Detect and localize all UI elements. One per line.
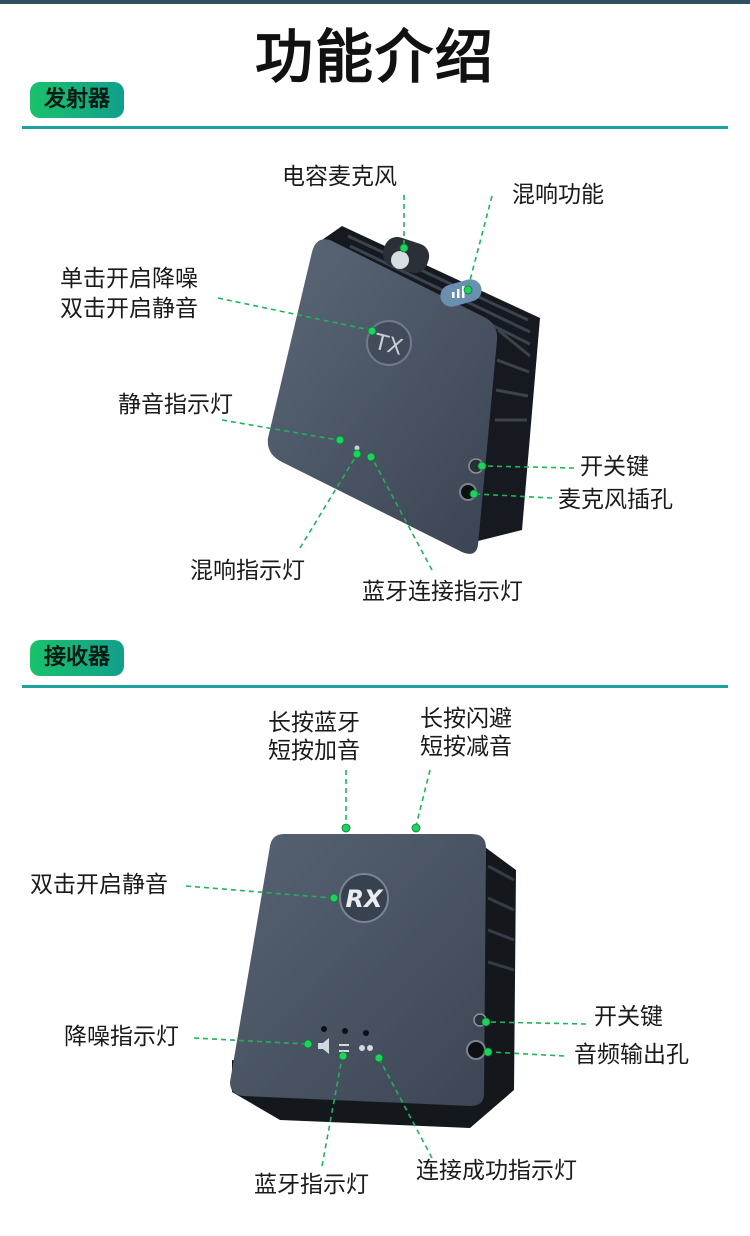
rx-label-bt-btn-line2: 短按加音: [268, 738, 360, 764]
transmitter-leaders: [217, 195, 575, 571]
tx-label-mute-led: 静音指示灯: [118, 392, 233, 418]
tx-label-click-line1: 单击开启降噪: [60, 266, 198, 292]
receiver-section-rule: [22, 685, 728, 688]
receiver-leaders: [185, 769, 587, 1167]
receiver-device: [230, 834, 516, 1128]
transmitter-section-badge: 发射器: [30, 82, 125, 118]
tx-label-mic: 电容麦克风: [282, 164, 397, 190]
rx-label-power: 开关键: [594, 1004, 663, 1030]
rx-label-flash-line1: 长按闪避: [420, 706, 512, 732]
rx-label-double-click: 双击开启静音: [30, 872, 168, 898]
transmitter-device: [267, 226, 540, 554]
tx-label-mic-jack: 麦克风插孔: [558, 487, 673, 513]
rx-logo: RX: [346, 885, 384, 913]
rx-label-bt-led: 蓝牙指示灯: [254, 1172, 369, 1198]
tx-label-reverb: 混响功能: [512, 182, 604, 208]
rx-label-flash-line2: 短按减音: [420, 734, 512, 760]
receiver-section-badge: 接收器: [30, 640, 125, 676]
page-title: 功能介绍: [254, 23, 495, 91]
tx-label-power: 开关键: [580, 454, 649, 480]
tx-label-bt-led: 蓝牙连接指示灯: [362, 579, 523, 605]
rx-label-nr-led: 降噪指示灯: [64, 1024, 179, 1050]
top-rule: [0, 0, 750, 4]
rx-label-bt-btn-line1: 长按蓝牙: [268, 710, 360, 736]
tx-label-reverb-led: 混响指示灯: [190, 558, 305, 584]
rx-label-audio-out: 音频输出孔: [574, 1042, 689, 1068]
transmitter-section-rule: [22, 126, 728, 129]
rx-label-conn-led: 连接成功指示灯: [416, 1158, 577, 1184]
tx-label-click-line2: 双击开启静音: [60, 296, 198, 322]
